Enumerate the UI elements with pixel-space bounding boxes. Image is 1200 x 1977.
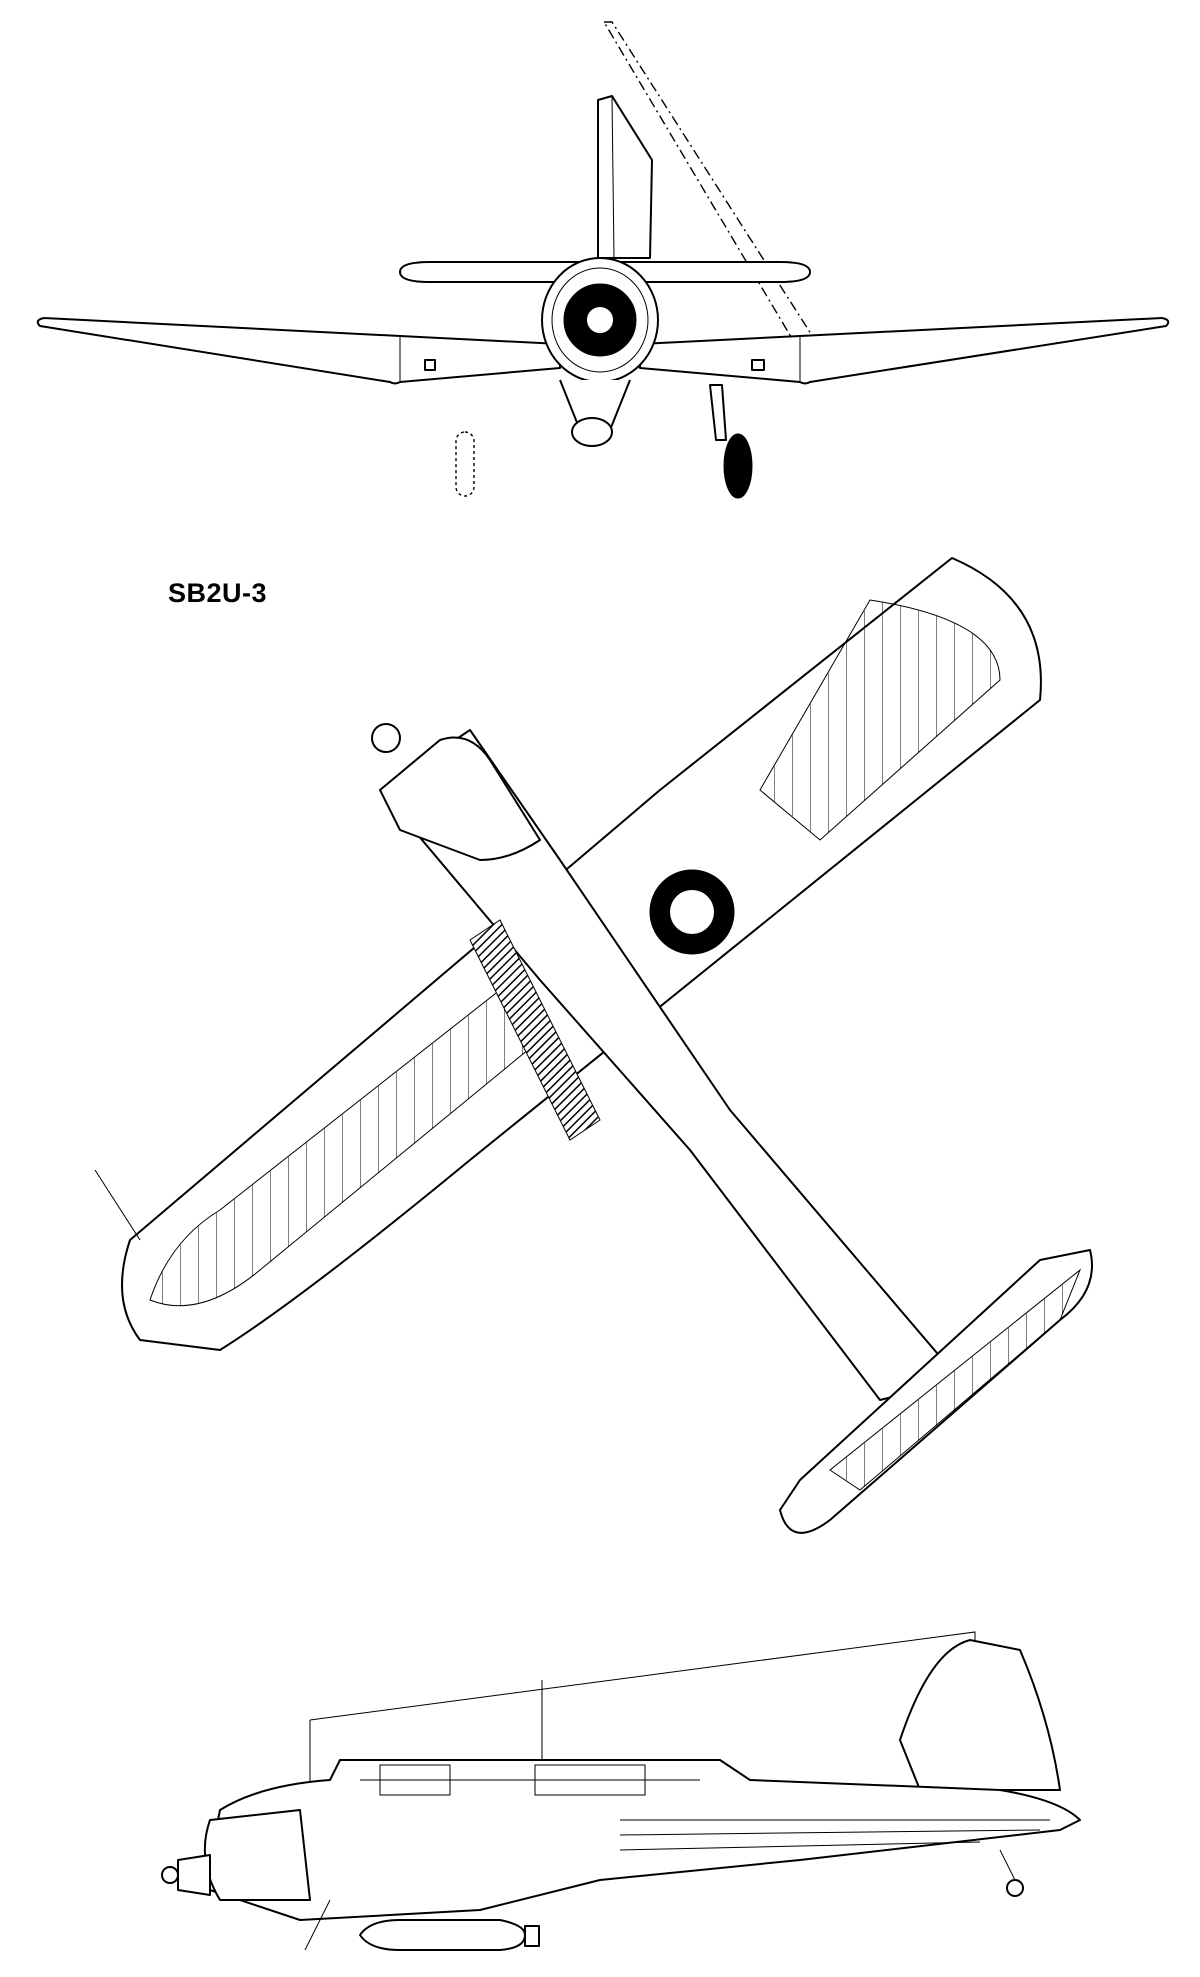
main-gear-leg — [709, 384, 727, 441]
antenna-mast — [94, 1169, 141, 1241]
side-view — [161, 1631, 1081, 1951]
main-gear-wheel — [723, 433, 753, 499]
vertical-fin — [597, 95, 653, 259]
wing-walkway — [469, 919, 601, 1141]
aircraft-designation-label: SB2U-3 — [168, 578, 268, 608]
retracted-wheel-outline — [455, 431, 475, 497]
left-wing — [36, 317, 561, 385]
right-wing — [639, 317, 1170, 385]
bomb — [359, 1919, 526, 1951]
right-aileron-ribs — [759, 599, 1001, 841]
side-propeller-hub — [161, 1866, 179, 1884]
plan-view — [94, 557, 1093, 1534]
plan-propeller-hub — [371, 723, 401, 753]
side-engine-cowling — [203, 1809, 311, 1901]
front-view — [36, 21, 1170, 499]
wing-light — [751, 359, 765, 371]
wing-light — [424, 359, 436, 371]
plan-engine-cowling — [379, 736, 541, 861]
side-fuselage — [209, 1759, 1081, 1921]
tail-wheel — [1006, 1879, 1024, 1897]
plan-elevator-ribs — [829, 1268, 1082, 1491]
side-vertical-fin — [899, 1639, 1061, 1791]
